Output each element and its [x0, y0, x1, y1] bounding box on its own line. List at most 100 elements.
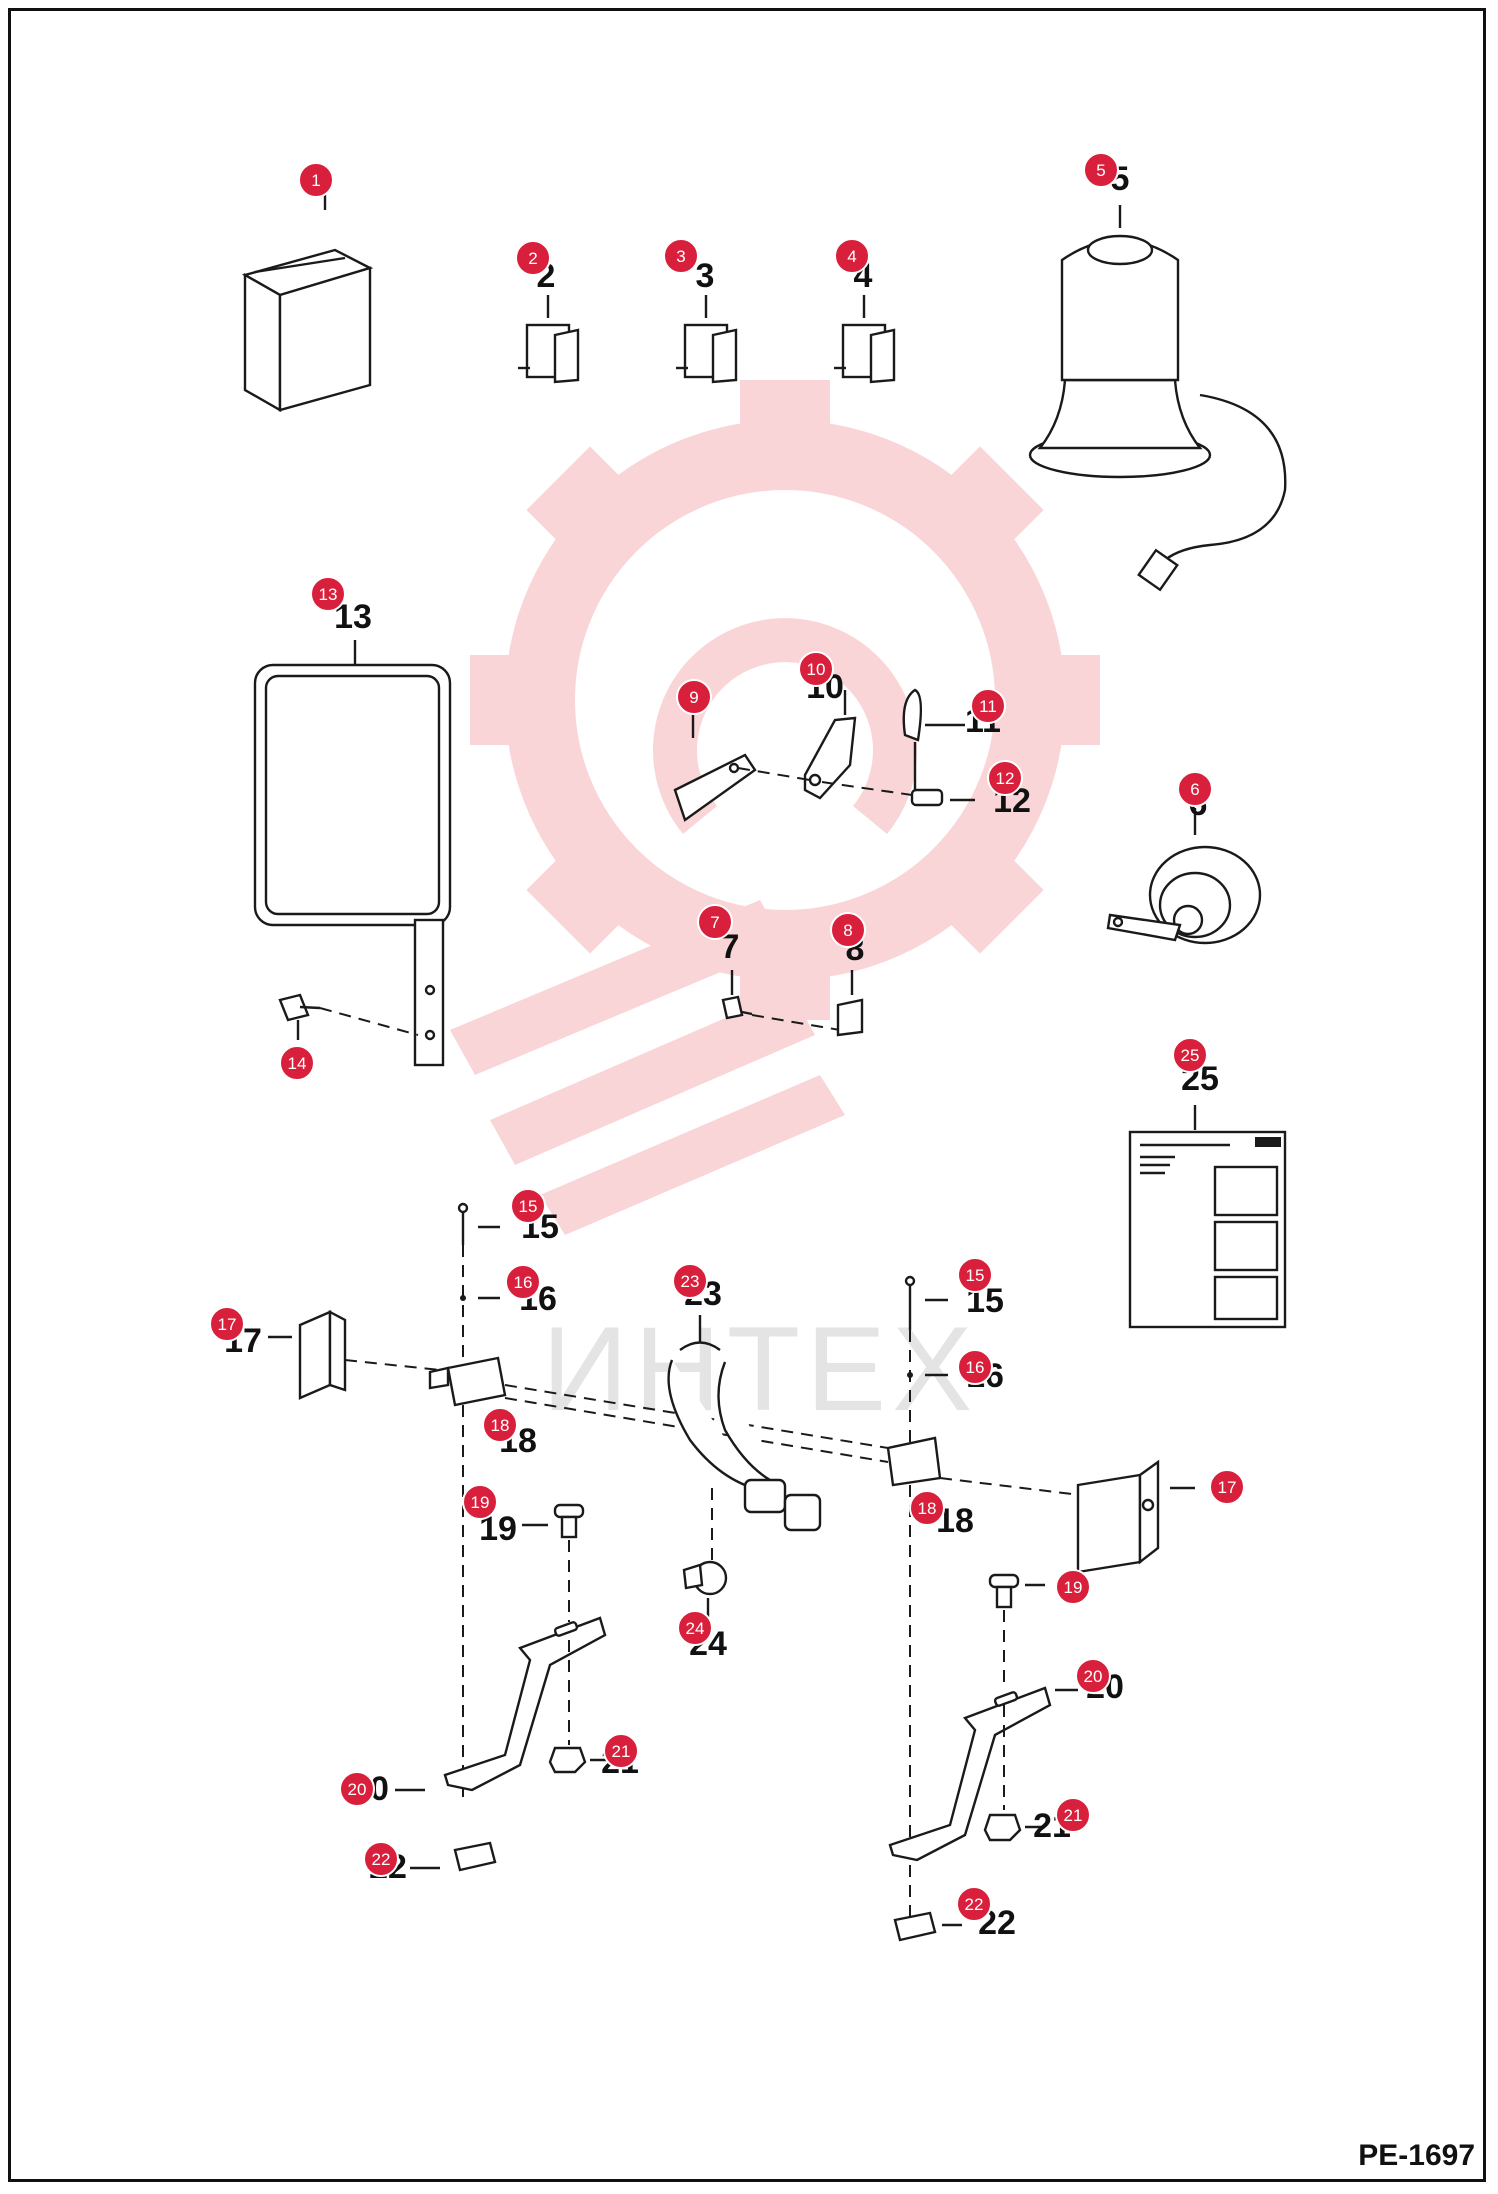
callout-badge-2[interactable]: 2 — [515, 240, 551, 276]
callout-badge-label: 24 — [686, 1619, 705, 1638]
callout-badge-circle — [987, 760, 1023, 796]
callout-badge-circle — [672, 1263, 708, 1299]
callout-badge-15[interactable]: 15 — [957, 1257, 993, 1293]
callout-badge-circle — [1055, 1797, 1091, 1833]
callout-badge-circle — [209, 1306, 245, 1342]
callout-badge-label: 2 — [528, 249, 537, 268]
callout-badge-10[interactable]: 10 — [798, 651, 834, 687]
callout-badge-label: 11 — [979, 697, 997, 716]
part-6-horn — [1106, 808, 1262, 945]
callout-badge-circle — [363, 1841, 399, 1877]
callout-badge-label: 4 — [847, 247, 856, 266]
callout-badge-20[interactable]: 20 — [1075, 1658, 1111, 1694]
callout-badge-22[interactable]: 22 — [363, 1841, 399, 1877]
part-number-label-7: 7 — [721, 928, 740, 966]
callout-badge-circle — [510, 1188, 546, 1224]
callout-badge-15[interactable]: 15 — [510, 1188, 546, 1224]
callout-badge-7[interactable]: 7 — [697, 904, 733, 940]
callout-badge-label: 7 — [710, 913, 719, 932]
callout-badge-label: 14 — [288, 1054, 307, 1073]
callout-badge-13[interactable]: 13 — [310, 576, 346, 612]
callout-badge-label: 21 — [1064, 1806, 1083, 1825]
part-13-mirror — [253, 640, 452, 1067]
callout-badge-circle — [830, 912, 866, 948]
callout-badge-label: 20 — [1084, 1667, 1103, 1686]
callout-badge-label: 16 — [514, 1273, 533, 1292]
callout-badge-22[interactable]: 22 — [956, 1886, 992, 1922]
parts-7-8-bolt-clip — [721, 970, 864, 1037]
watermark-gear-logo — [450, 380, 1100, 1235]
callout-badge-label: 16 — [966, 1358, 985, 1377]
callout-badge-8[interactable]: 8 — [830, 912, 866, 948]
callout-badge-label: 13 — [319, 585, 338, 604]
callout-badge-circle — [956, 1886, 992, 1922]
callout-badge-21[interactable]: 21 — [603, 1733, 639, 1769]
part-5-beacon-light — [1028, 205, 1287, 592]
callout-badge-20[interactable]: 20 — [339, 1771, 375, 1807]
callout-badge-circle — [310, 576, 346, 612]
callout-badge-9[interactable]: 9 — [676, 679, 712, 715]
callout-badge-circle — [1055, 1569, 1091, 1605]
callout-badge-17[interactable]: 17 — [209, 1306, 245, 1342]
callout-badge-circle — [298, 162, 334, 198]
callout-badge-circle — [1075, 1658, 1111, 1694]
diagram-frame — [8, 8, 1486, 2182]
callout-badge-label: 12 — [996, 769, 1015, 788]
part-25-instruction-sheet — [1128, 1105, 1287, 1329]
callout-badge-label: 18 — [918, 1499, 937, 1518]
callout-badge-1[interactable]: 1 — [298, 162, 334, 198]
callout-badge-19[interactable]: 19 — [1055, 1569, 1091, 1605]
callout-badge-circle — [798, 651, 834, 687]
callout-badge-16[interactable]: 16 — [505, 1264, 541, 1300]
callout-badge-label: 5 — [1096, 161, 1105, 180]
callout-badge-circle — [482, 1407, 518, 1443]
part-4-switch — [834, 295, 896, 384]
callout-badge-3[interactable]: 3 — [663, 238, 699, 274]
callout-badge-circle — [677, 1610, 713, 1646]
callout-badge-24[interactable]: 24 — [677, 1610, 713, 1646]
callout-badge-circle — [909, 1490, 945, 1526]
callout-badge-21[interactable]: 21 — [1055, 1797, 1091, 1833]
callout-badge-25[interactable]: 25 — [1172, 1037, 1208, 1073]
callout-badge-5[interactable]: 5 — [1083, 152, 1119, 188]
callout-badge-label: 20 — [348, 1780, 367, 1799]
callout-badge-circle — [663, 238, 699, 274]
callout-badge-16[interactable]: 16 — [957, 1349, 993, 1385]
callout-badge-circle — [697, 904, 733, 940]
callout-badge-18[interactable]: 18 — [482, 1407, 518, 1443]
callout-badge-label: 23 — [681, 1272, 700, 1291]
callout-badge-circle — [462, 1484, 498, 1520]
callout-badge-6[interactable]: 6 — [1177, 771, 1213, 807]
callout-badge-circle — [505, 1264, 541, 1300]
callout-badge-19[interactable]: 19 — [462, 1484, 498, 1520]
callout-badge-label: 6 — [1190, 780, 1199, 799]
callout-badge-label: 21 — [612, 1742, 631, 1761]
callout-badge-circle — [676, 679, 712, 715]
part-number-label-3: 3 — [696, 257, 715, 295]
callout-badge-label: 8 — [843, 921, 852, 940]
part-2-switch — [518, 295, 580, 384]
callout-badge-11[interactable]: 11 — [970, 688, 1006, 724]
callout-badge-circle — [515, 240, 551, 276]
callout-badge-18[interactable]: 18 — [909, 1490, 945, 1526]
callout-badge-label: 1 — [311, 171, 320, 190]
callout-badge-label: 22 — [372, 1850, 391, 1869]
callout-badge-circle — [603, 1733, 639, 1769]
callout-badge-label: 18 — [491, 1416, 510, 1435]
callout-badge-circle — [1172, 1037, 1208, 1073]
callout-badge-23[interactable]: 23 — [672, 1263, 708, 1299]
callout-badge-14[interactable]: 14 — [279, 1045, 315, 1081]
callout-badge-circle — [1209, 1469, 1245, 1505]
callout-badge-label: 19 — [1064, 1578, 1083, 1597]
callout-badge-circle — [1083, 152, 1119, 188]
callout-badge-12[interactable]: 12 — [987, 760, 1023, 796]
callout-badge-17[interactable]: 17 — [1209, 1469, 1245, 1505]
callout-badge-circle — [957, 1257, 993, 1293]
parts-9-12-linkage — [673, 688, 975, 822]
callout-badge-label: 25 — [1181, 1046, 1200, 1065]
callout-badge-label: 10 — [807, 660, 826, 679]
callout-badge-circle — [1177, 771, 1213, 807]
callout-badge-4[interactable]: 4 — [834, 238, 870, 274]
callout-badge-circle — [970, 688, 1006, 724]
